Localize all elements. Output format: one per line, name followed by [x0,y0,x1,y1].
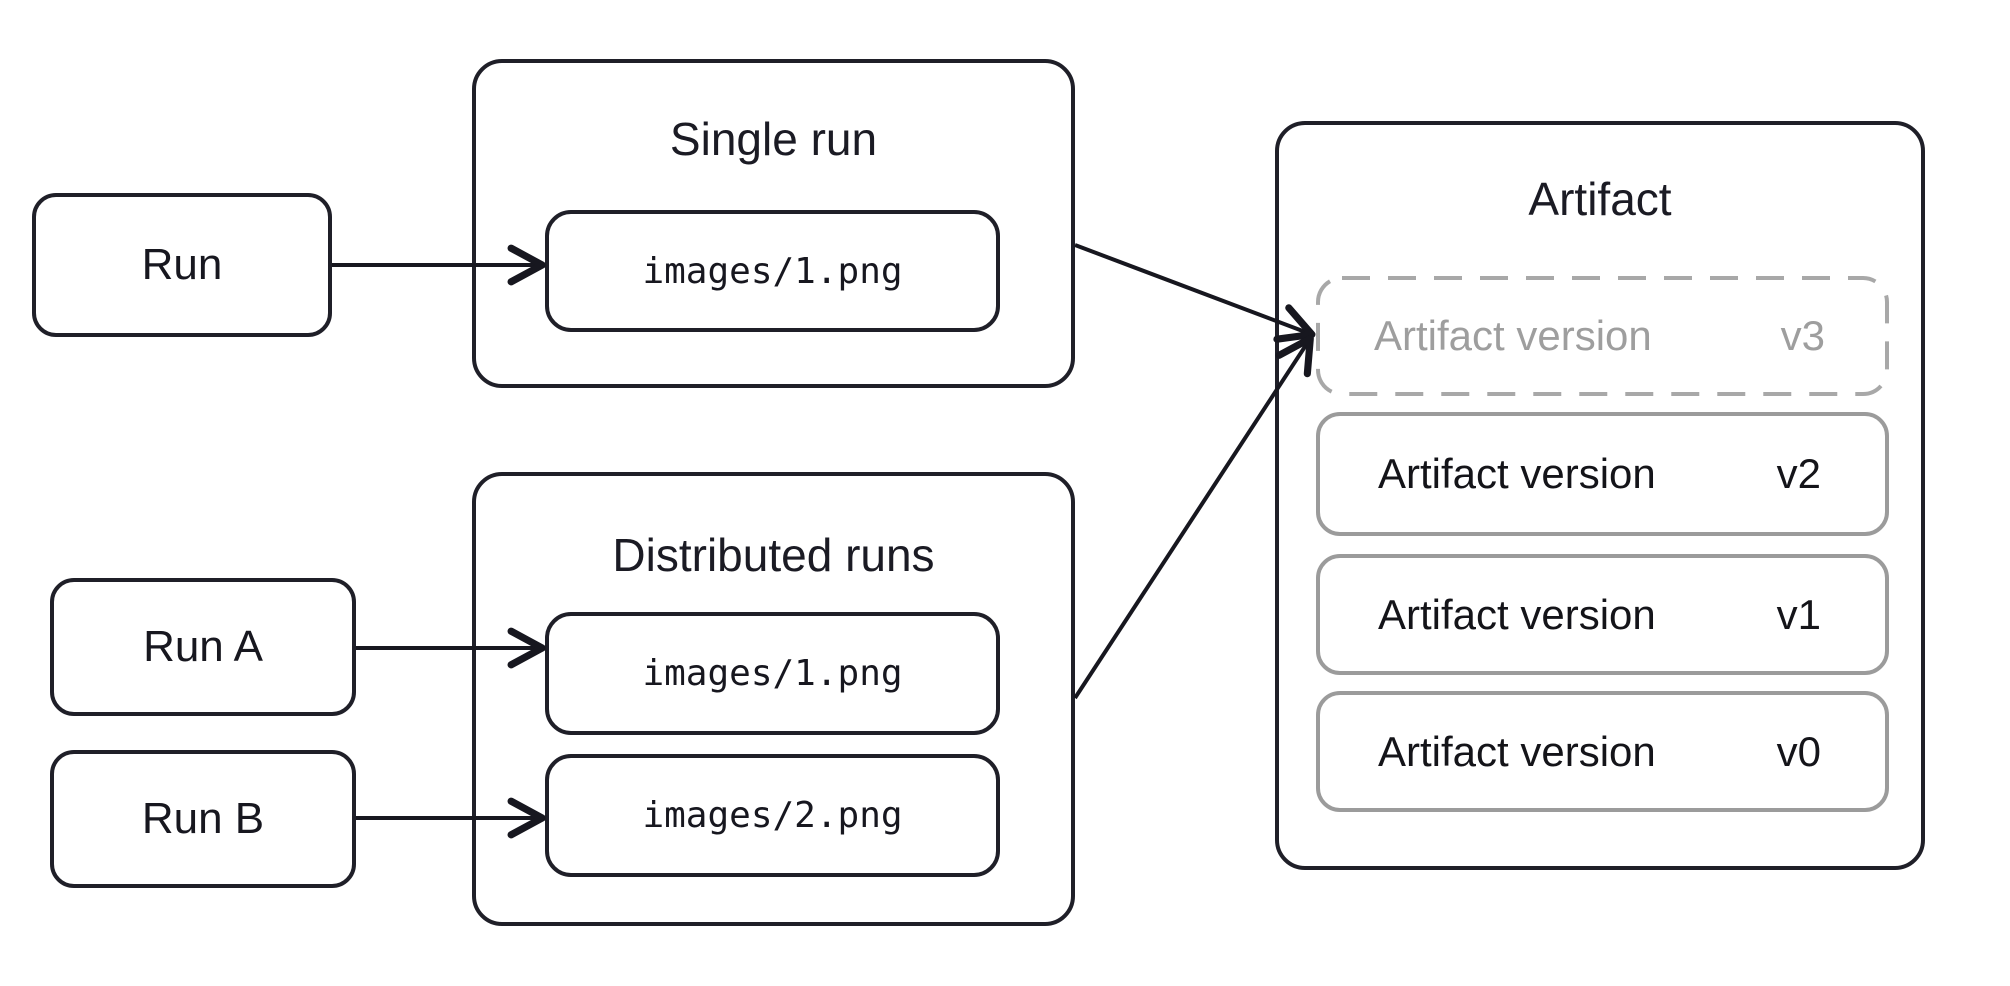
arrow-distributed-runs-to-artifact-v3 [1073,334,1314,700]
artifact-panel-title: Artifact [1528,173,1672,225]
artifact-version-label: Artifact version [1374,312,1652,359]
single-run-file-chip: images/1.png [545,210,1000,332]
run-b-node-label: Run B [141,794,265,843]
artifact-version-label: Artifact version [1378,450,1656,497]
artifact-version-label: Artifact version [1378,590,1656,638]
artifact-version-label: Artifact version [1378,727,1656,775]
run-node: Run [32,193,332,337]
artifact-version-value: v1 [1776,590,1821,638]
distributed-file-chip-1: images/1.png [545,612,1000,735]
artifact-version-value: v3 [1780,312,1825,359]
run-a-node-label: Run A [143,622,263,671]
single-run-panel-title: Single run [669,113,878,165]
artifact-version-row-v0: Artifact version v0 [1316,691,1889,812]
run-a-node: Run A [50,578,356,716]
artifact-version-value: v2 [1776,450,1821,497]
distributed-file-label-2: images/2.png [642,795,903,836]
distributed-file-label-1: images/1.png [642,653,903,694]
artifact-version-row-v3-pending: Artifact version v3 [1316,276,1889,396]
distributed-file-chip-2: images/2.png [545,754,1000,877]
artifact-version-row-v2: Artifact version v2 [1316,412,1889,536]
single-run-file-label: images/1.png [642,250,903,292]
distributed-runs-panel-title: Distributed runs [612,529,935,581]
artifact-version-value: v0 [1776,727,1821,775]
run-node-label: Run [141,240,223,289]
artifact-version-row-v1: Artifact version v1 [1316,554,1889,675]
run-b-node: Run B [50,750,356,888]
arrow-single-run-to-artifact-v3 [1074,243,1316,343]
